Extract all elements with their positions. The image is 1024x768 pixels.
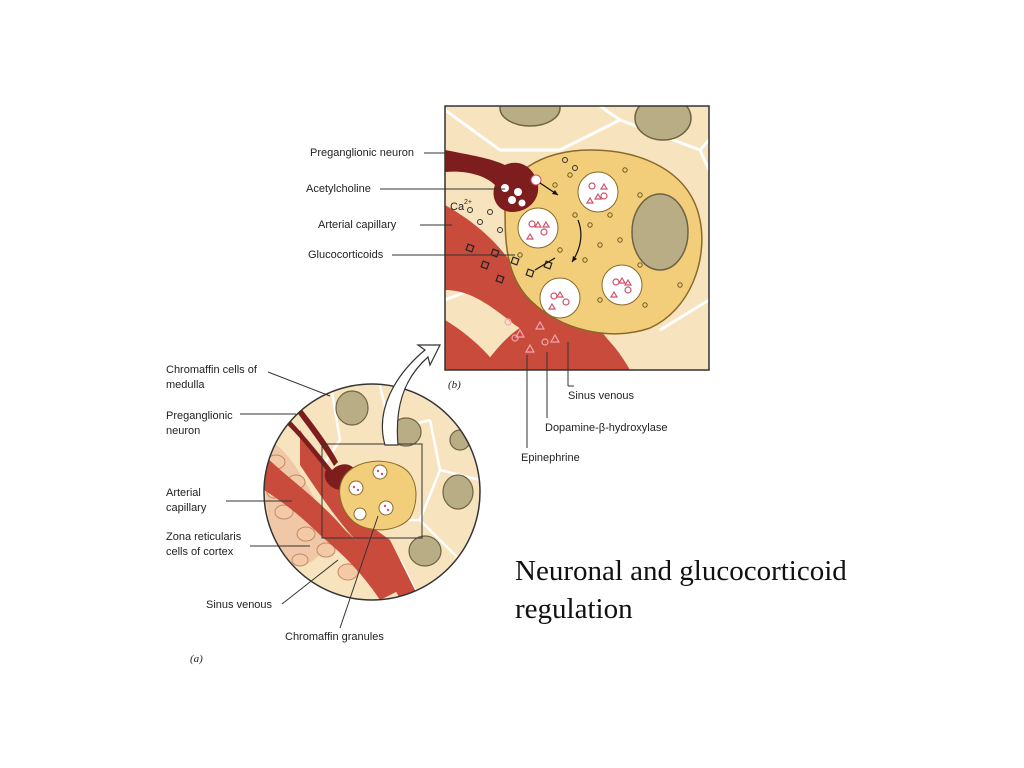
zoom-arrow-icon	[381, 344, 441, 446]
label-calcium-charge: 2+	[464, 199, 472, 206]
panel-a: Chromaffin cells of medulla Preganglioni…	[166, 344, 481, 665]
panel-b: Preganglionic neuron Acetylcholine Arter…	[306, 105, 710, 464]
caption-line-2: regulation	[515, 593, 633, 625]
arterial-capillary-shape	[445, 205, 610, 346]
label-preganglionic-neuron: Preganglionic neuron	[310, 147, 414, 159]
chromaffin-granule-shape	[577, 171, 619, 213]
panel-a-tag: (a)	[190, 653, 203, 665]
label-calcium: Ca	[450, 201, 465, 213]
label-glucocorticoids: Glucocorticoids	[308, 249, 384, 261]
chromaffin-granule-shape	[517, 207, 559, 249]
label-preganglionic-1: Preganglionic	[166, 410, 233, 422]
slide-caption: Neuronal and glucocorticoid regulation	[515, 552, 935, 628]
label-preganglionic-2: neuron	[166, 425, 200, 437]
label-sinus-venous-a: Sinus venous	[206, 599, 273, 611]
label-chromaffin-cells-1: Chromaffin cells of	[166, 364, 258, 376]
label-sinus-venous-b: Sinus venous	[568, 390, 635, 402]
nucleus-shape	[631, 193, 689, 271]
chromaffin-granule-shape	[539, 277, 581, 319]
label-arterial-2: capillary	[166, 502, 207, 514]
panel-b-tag: (b)	[448, 379, 461, 391]
nucleus-shape	[634, 106, 692, 141]
nucleus-shape	[499, 106, 561, 127]
label-chromaffin-granules: Chromaffin granules	[285, 631, 384, 643]
label-epinephrine: Epinephrine	[521, 452, 580, 464]
preganglionic-neuron-shape	[445, 150, 539, 212]
label-zona-1: Zona reticularis	[166, 531, 242, 543]
label-dopamine-b-hydroxylase: Dopamine-β-hydroxylase	[545, 422, 668, 434]
caption-line-1: Neuronal and glucocorticoid	[515, 555, 847, 587]
label-arterial-capillary: Arterial capillary	[318, 219, 397, 231]
chromaffin-granule-shape	[601, 264, 643, 306]
label-arterial-1: Arterial	[166, 487, 201, 499]
label-zona-2: cells of cortex	[166, 546, 234, 558]
label-acetylcholine: Acetylcholine	[306, 183, 371, 195]
label-chromaffin-cells-2: medulla	[166, 379, 205, 391]
